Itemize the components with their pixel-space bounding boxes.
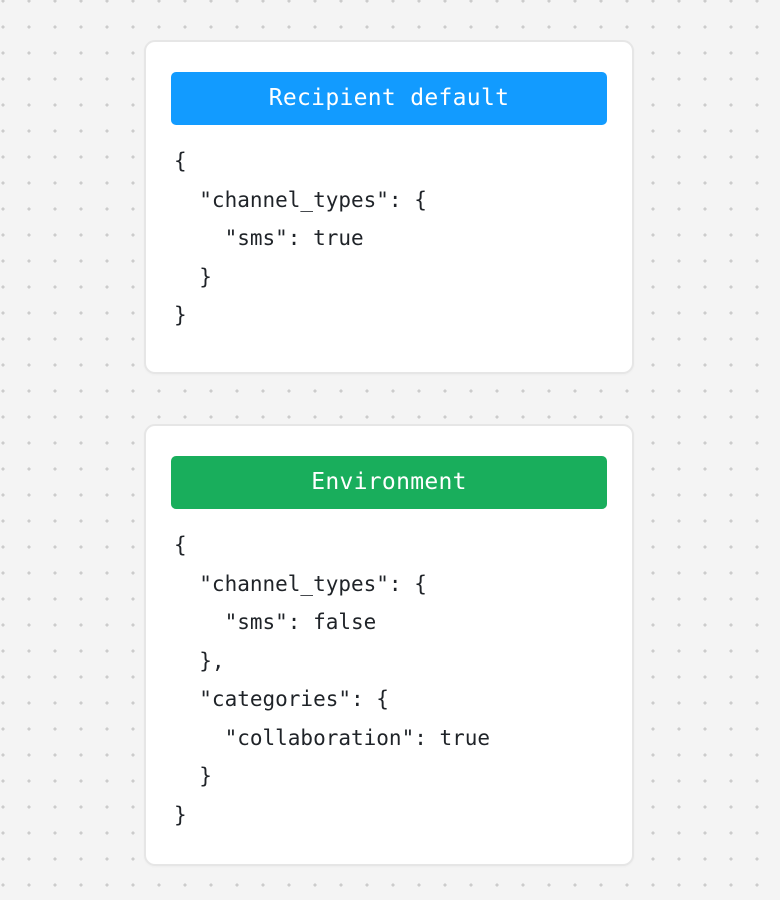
card-header-environment: Environment [171,456,607,509]
card-recipient-default[interactable]: Recipient default { "channel_types": { "… [144,40,634,374]
card-header-label: Environment [311,469,467,495]
json-code-block: { "channel_types": { "sms": false }, "ca… [174,533,491,827]
card-body-environment: { "channel_types": { "sms": false }, "ca… [174,526,612,834]
card-body-recipient-default: { "channel_types": { "sms": true } } [174,142,612,335]
card-header-label: Recipient default [268,85,510,111]
json-code-block: { "channel_types": { "sms": true } } [174,149,427,327]
card-environment[interactable]: Environment { "channel_types": { "sms": … [144,424,634,866]
card-header-recipient-default: Recipient default [171,72,607,125]
